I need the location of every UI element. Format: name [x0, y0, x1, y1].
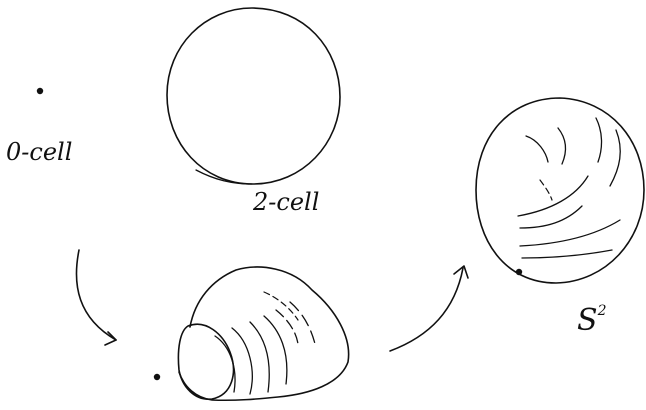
basepoint-dot — [154, 374, 160, 380]
two-cell-label: 2-cell — [253, 190, 319, 214]
zero-cell-point — [37, 88, 43, 94]
arrow-to-sphere — [390, 266, 468, 351]
pinched-disk-shape — [178, 267, 348, 400]
sphere-label-base: S — [577, 303, 598, 338]
sphere-s2 — [476, 98, 644, 283]
arrow-attach-down — [76, 250, 116, 345]
zero-cell-label: 0-cell — [6, 140, 72, 164]
two-cell-disk — [167, 8, 340, 184]
sphere-basepoint-dot — [516, 269, 522, 275]
sphere-label: S2 — [577, 306, 606, 336]
sphere-label-exponent: 2 — [598, 303, 607, 319]
